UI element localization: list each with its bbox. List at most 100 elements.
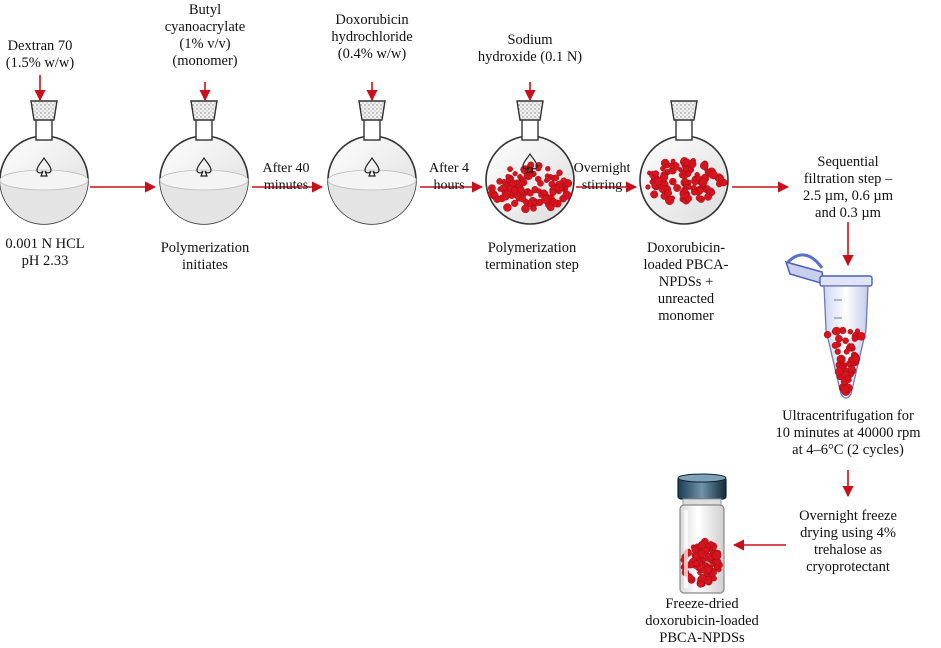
nanoparticle-dot xyxy=(712,550,722,560)
nanoparticle-dot xyxy=(685,171,692,178)
label-filtration: Sequential filtration step – 2.5 µm, 0.6… xyxy=(802,154,894,221)
nanoparticle-dot xyxy=(704,185,711,191)
nanoparticle-dot xyxy=(682,188,688,194)
nanoparticle-dot xyxy=(686,574,694,582)
nanoparticle-dot xyxy=(537,180,544,187)
nanoparticle-dot xyxy=(669,163,675,169)
nanoparticle-dot xyxy=(519,195,527,203)
nanoparticle-dot xyxy=(549,189,557,197)
nanoparticle-dot xyxy=(493,195,501,203)
label-freeze-drying: Overnight freeze drying using 4% trehalo… xyxy=(799,508,897,575)
nanoparticle-dot xyxy=(541,195,550,204)
nanoparticle-dot xyxy=(683,158,691,167)
label-after-4-hours: After 4 hours xyxy=(428,161,470,193)
nanoparticle-dot xyxy=(844,374,851,381)
nanoparticle-dot xyxy=(708,189,715,196)
nanoparticle-dot xyxy=(698,574,707,582)
nanoparticle-dot xyxy=(700,161,709,170)
nanoparticle-dot xyxy=(545,165,551,172)
nanoparticle-dot xyxy=(531,200,537,206)
flask-5-icon xyxy=(639,100,729,225)
nanoparticle-dot xyxy=(696,187,704,194)
nanoparticle-dot xyxy=(503,203,512,212)
label-butyl-cyanoacrylate: Butyl cyanoacrylate (1% v/v) (monomer) xyxy=(164,2,246,69)
nanoparticle-dot xyxy=(511,186,519,194)
nanoparticle-dot xyxy=(843,348,850,355)
label-sodium-hydroxide: Sodium hydroxide (0.1 N) xyxy=(477,32,583,65)
nanoparticle-dot xyxy=(692,560,700,568)
nanoparticle-dot xyxy=(857,331,866,341)
nanoparticle-dot xyxy=(848,365,856,373)
nanoparticle-dot xyxy=(823,330,832,339)
nanoparticle-dot xyxy=(558,185,565,191)
nanoparticle-dot xyxy=(697,549,706,558)
nanoparticle-dot xyxy=(683,165,689,172)
nanoparticle-dot xyxy=(512,171,518,177)
nanoparticle-dot xyxy=(842,337,849,345)
label-hcl: 0.001 N HCL pH 2.33 xyxy=(5,236,85,269)
nanoparticle-dot xyxy=(834,367,844,377)
nanoparticle-dot xyxy=(530,205,537,212)
nanoparticle-dot xyxy=(691,546,699,554)
nanoparticle-dot xyxy=(708,169,718,180)
nanoparticle-dot xyxy=(700,567,707,574)
flask-4-icon xyxy=(485,100,575,225)
nanoparticle-dot xyxy=(836,355,843,362)
label-after-40-minutes: After 40 minutes xyxy=(262,161,310,193)
flask-1-icon xyxy=(0,100,89,225)
nanoparticle-dot xyxy=(682,178,689,185)
nanoparticle-dot xyxy=(664,189,673,197)
nanoparticle-dot xyxy=(507,166,513,173)
nanoparticle-dot xyxy=(511,199,519,208)
nanoparticle-dot xyxy=(501,192,510,201)
nanoparticle-dot xyxy=(546,203,555,212)
nanoparticle-dot xyxy=(849,343,855,349)
microcentrifuge-tube-icon xyxy=(784,253,873,399)
nanoparticle-dot xyxy=(847,329,853,335)
glass-vial-icon xyxy=(677,473,727,594)
flow-arrows xyxy=(34,75,854,551)
nanoparticle-dot xyxy=(654,176,663,186)
nanoparticle-dot xyxy=(695,174,702,181)
nanoparticle-dot xyxy=(685,184,692,190)
nanoparticle-dot xyxy=(677,167,683,173)
nanoparticle-dot xyxy=(496,178,503,185)
nanoparticle-dot xyxy=(509,179,517,187)
label-doxorubicin: Doxorubicin hydrochloride (0.4% w/w) xyxy=(331,12,413,62)
label-final-product: Freeze-dried doxorubicin-loaded PBCA-NPD… xyxy=(645,596,759,646)
nanoparticle-dot xyxy=(855,328,861,334)
nanoparticle-dot xyxy=(695,195,702,202)
nanoparticle-dot xyxy=(698,541,706,549)
nanoparticle-dot xyxy=(652,170,660,177)
label-polymerization-initiates: Polymerization initiates xyxy=(160,240,250,273)
nanoparticle-dot xyxy=(832,326,841,336)
nanoparticle-dot xyxy=(544,175,551,182)
nanoparticle-dot xyxy=(505,173,511,179)
nanoparticle-dot xyxy=(650,190,659,199)
nanoparticle-dot xyxy=(552,174,560,182)
label-loaded: Doxorubicin- loaded PBCA- NPDSs + unreac… xyxy=(643,240,729,324)
nanoparticle-dot xyxy=(519,176,526,182)
label-overnight-stirring: Overnight stirring xyxy=(573,161,631,193)
nanoparticle-dot xyxy=(527,190,534,197)
nanoparticle-dot xyxy=(852,354,860,363)
label-dextran: Dextran 70 (1.5% w/w) xyxy=(5,38,75,71)
nanoparticle-dot xyxy=(831,342,839,349)
nanoparticle-dot xyxy=(645,184,651,190)
nanoparticle-dot xyxy=(834,348,841,355)
nanoparticle-dot xyxy=(840,385,849,395)
nanoparticle-dot xyxy=(664,163,670,169)
nanoparticle-dot xyxy=(560,196,567,202)
nanoparticle-dot xyxy=(670,179,677,186)
nanoparticle-dot xyxy=(835,334,843,343)
nanoparticle-dot xyxy=(660,165,666,172)
nanoparticle-dot xyxy=(673,184,681,192)
flask-3-icon xyxy=(327,100,417,225)
nanoparticle-dot xyxy=(851,335,858,342)
nanoparticle-dot xyxy=(556,169,563,177)
label-termination: Polymerization termination step xyxy=(485,240,579,273)
nanoparticle-dot xyxy=(714,564,720,570)
nanoparticle-dot xyxy=(691,184,697,191)
